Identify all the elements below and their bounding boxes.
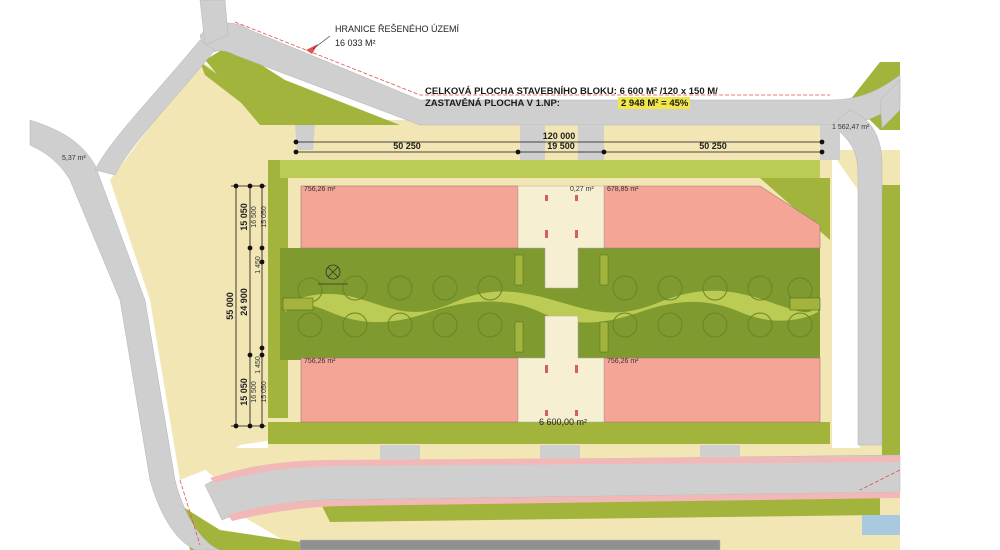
area-top-left: 756,26 m²: [304, 186, 336, 193]
playground-icon: [318, 264, 348, 285]
dim-mid-span: 19 500: [547, 141, 575, 151]
passage-bottom: [517, 315, 605, 423]
driveway-left: [295, 125, 315, 150]
area-bottom-left: 756,26 m²: [304, 358, 336, 365]
driveway-mid-r: [578, 125, 604, 160]
passage-markers: [545, 195, 578, 416]
boundary-label: HRANICE ŘEŠENÉHO ÚZEMÍ: [335, 24, 460, 34]
boundary-area: 16 033 M²: [335, 38, 376, 48]
driveway-mid-l: [520, 125, 545, 160]
building-top-left: [300, 185, 519, 249]
dim-upper-block-c: 15 050: [261, 206, 268, 228]
passage-stairs-bot-r: [599, 321, 609, 353]
dim-lower-block-b: 16 500: [251, 381, 258, 403]
built-area-label: ZASTAVĚNÁ PLOCHA V 1.NP:: [425, 97, 560, 109]
area-edge-left: 5,37 m²: [62, 155, 86, 162]
paving-left-wedge: [110, 60, 272, 480]
road-top-left: [199, 0, 229, 46]
driveway-bottom-1: [380, 445, 420, 462]
road-right-v: [831, 109, 883, 446]
boundary-leader: [312, 35, 331, 50]
road-left: [29, 119, 221, 550]
green-north-band: [280, 160, 820, 178]
dim-right-span: 50 250: [699, 141, 727, 151]
dim-upper-block-a: 15 050: [239, 203, 249, 231]
green-south-band: [268, 422, 830, 444]
area-block-total: 6 600,00 m²: [539, 417, 587, 427]
dim-upper-block-b: 16 500: [251, 206, 258, 228]
courtyard-bench-left: [282, 297, 314, 311]
dim-court-depth: 24 900: [239, 288, 249, 316]
built-area-value: 2 948 M² = 45%: [621, 98, 689, 109]
driveway-right: [820, 125, 840, 160]
courtyard-trees: [297, 275, 813, 338]
driveways: [295, 125, 840, 462]
road-left-loop: [94, 39, 216, 176]
road-right-top: [879, 79, 901, 129]
dim-lower-block-c: 15 050: [261, 381, 268, 403]
area-top-right: 678,85 m²: [607, 186, 639, 193]
area-top-mid: 0,27 m²: [570, 186, 594, 193]
dim-total-depth: 55 000: [225, 292, 235, 320]
passage-top: [517, 185, 605, 289]
passage-stairs-top-r: [599, 254, 609, 286]
building-bottom-left: [300, 357, 519, 423]
passages: [514, 185, 609, 423]
dim-lower-gap: 1 450: [255, 356, 262, 374]
boundary-line: [179, 21, 901, 546]
block-area-line: CELKOVÁ PLOCHA STAVEBNÍHO BLOKU: 6 600 M…: [425, 86, 718, 97]
road-bottom-lower: [299, 539, 721, 550]
green-right-strip: [880, 185, 900, 460]
passage-stairs-top: [514, 254, 524, 286]
dim-left-span: 50 250: [393, 141, 421, 151]
building-bottom-right: [603, 357, 821, 423]
area-edge-right: 1 562,47 m²: [832, 124, 870, 131]
driveway-bottom-2: [540, 445, 580, 462]
courtyard-wave-path: [285, 290, 818, 323]
buildings: [300, 185, 821, 423]
green-areas: [180, 45, 900, 550]
green-bottom-wedge: [180, 505, 300, 550]
coverage-highlight: [618, 97, 690, 109]
roads: [29, 0, 901, 550]
dimension-lines: [231, 139, 825, 429]
tram-lines: [210, 456, 900, 521]
dim-lower-block-a: 15 050: [239, 378, 249, 406]
boundary-arrow-icon: [306, 44, 318, 54]
tram-line-lower: [228, 492, 900, 521]
area-bottom-right: 756,26 m²: [607, 358, 639, 365]
passage-stairs-bot: [514, 321, 524, 353]
tram-line-upper: [210, 456, 900, 483]
green-left-strip: [200, 62, 270, 125]
water-area: [862, 515, 900, 535]
dim-upper-gap: 1 450: [255, 256, 262, 274]
courtyard-bench-right: [789, 297, 821, 311]
dim-total-width: 120 000: [543, 131, 576, 141]
